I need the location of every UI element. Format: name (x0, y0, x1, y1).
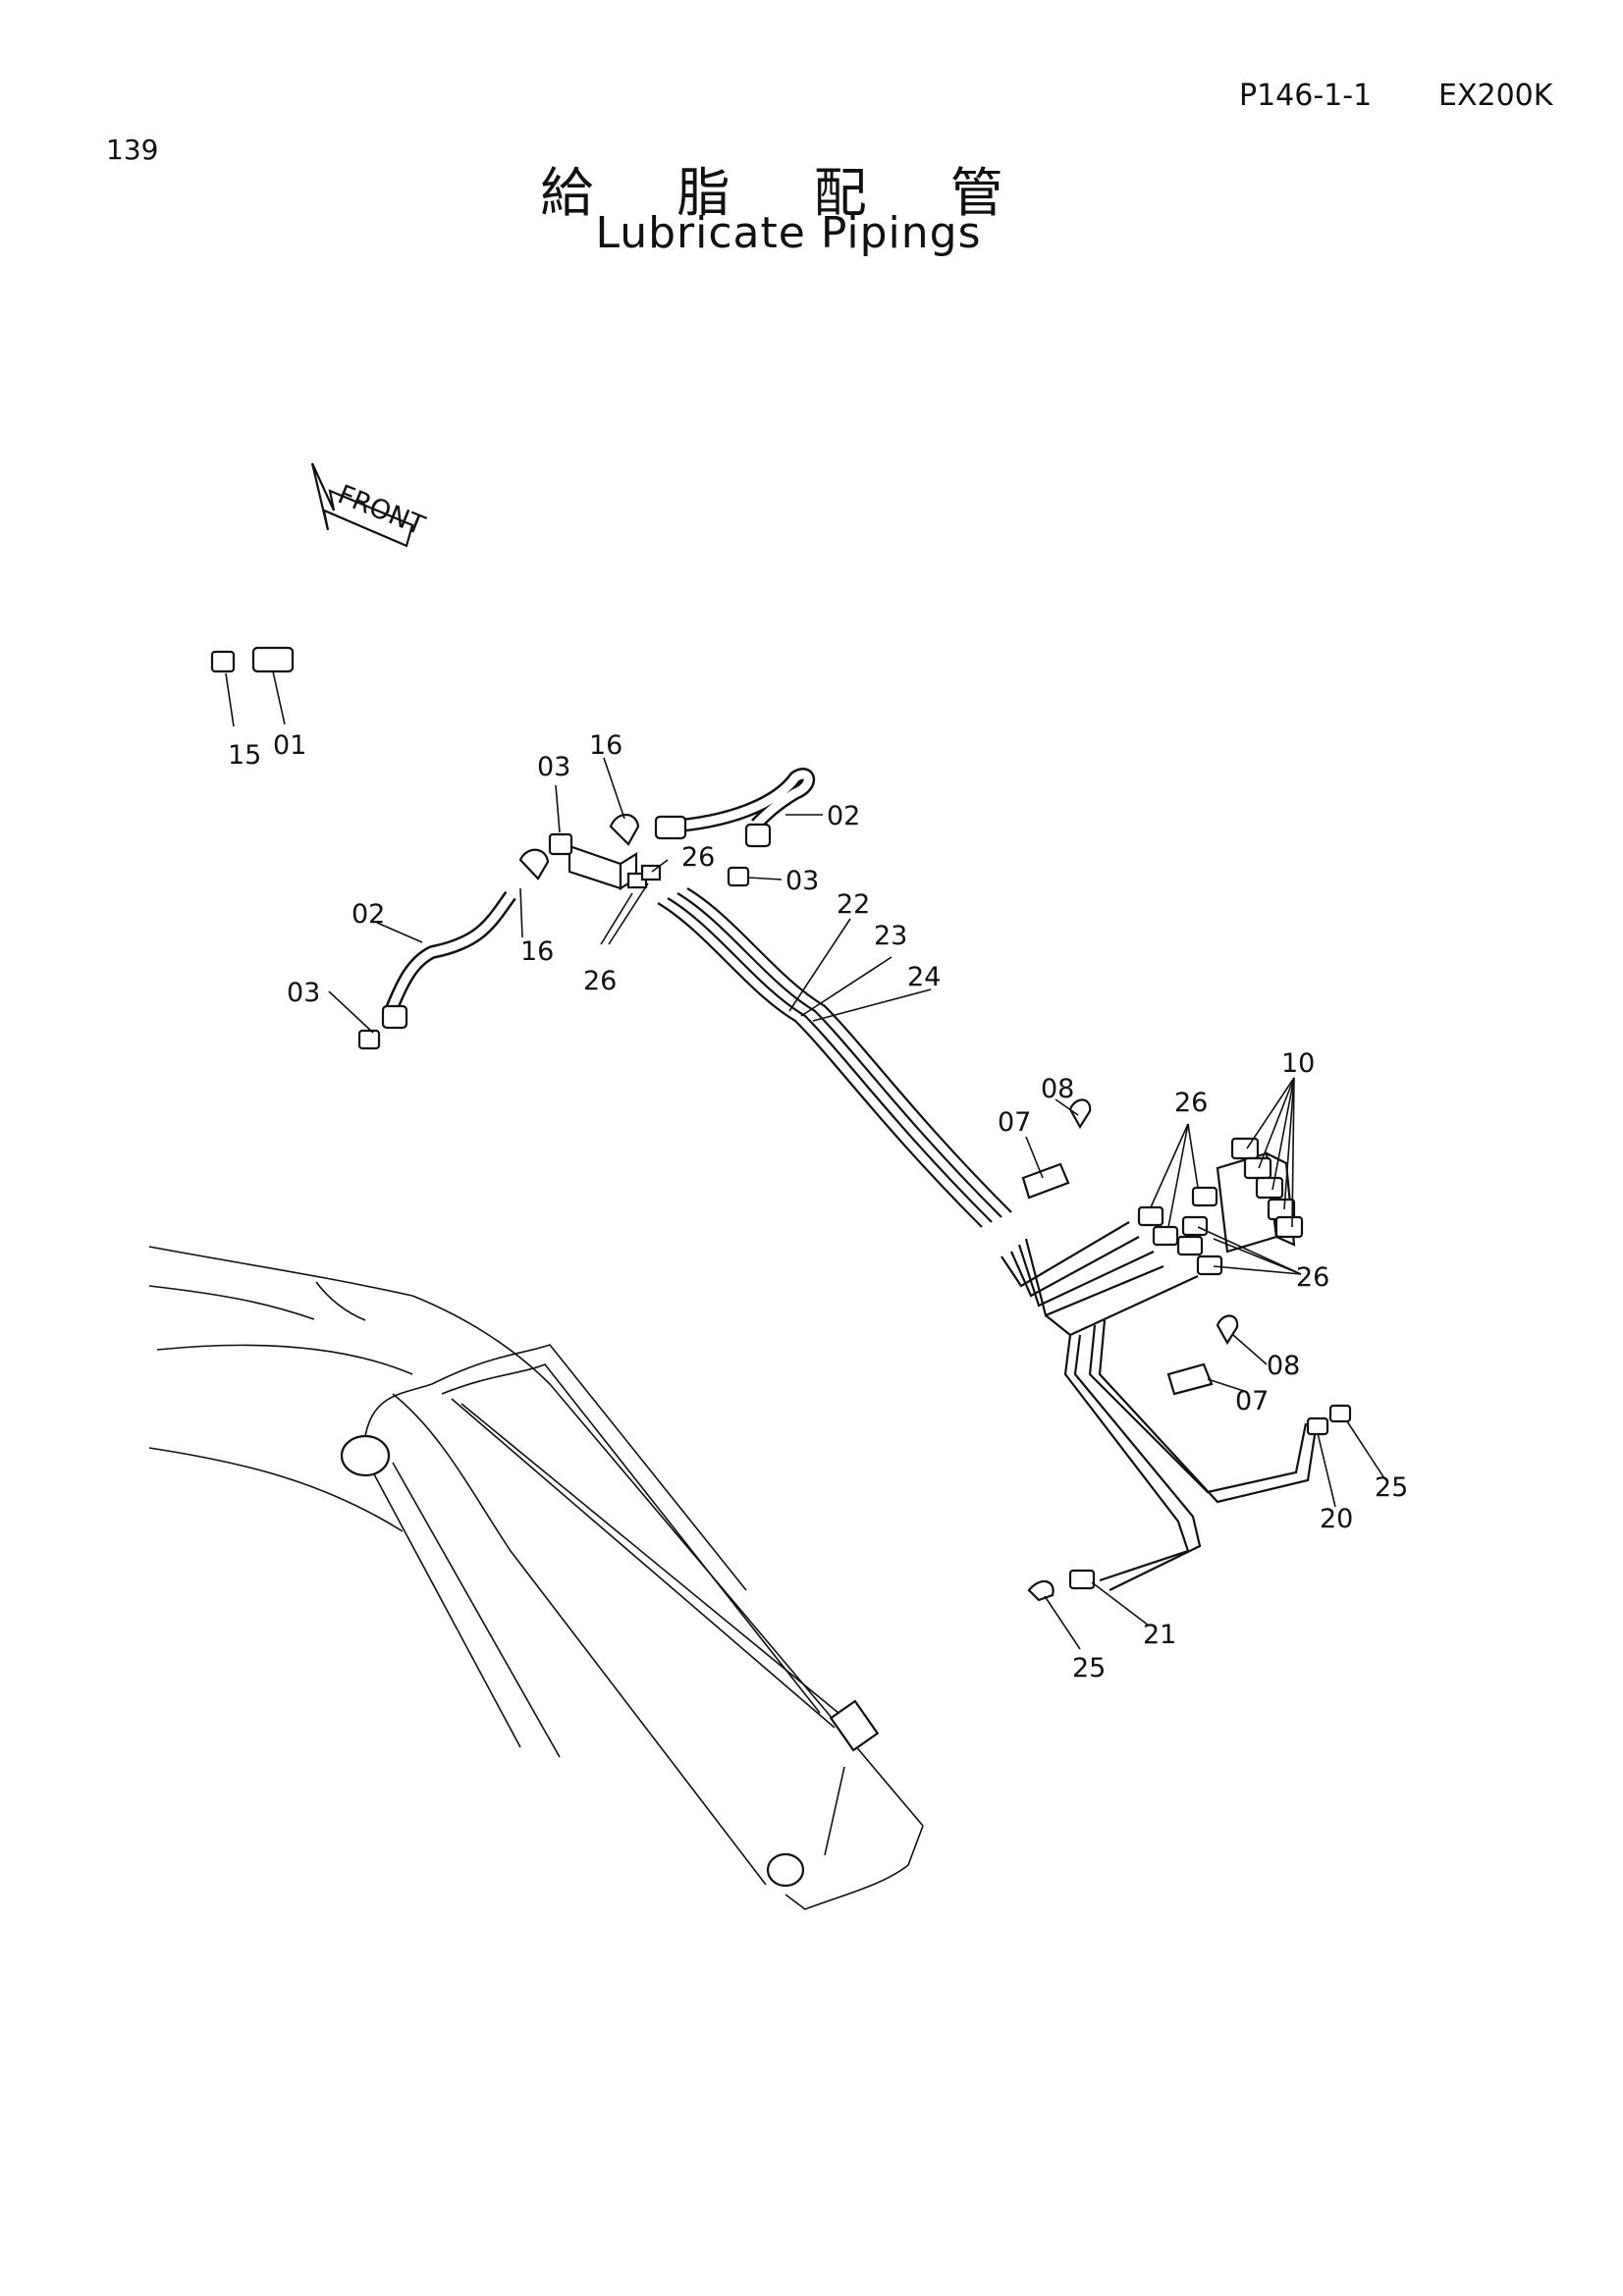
callout-10: 10 (1281, 1048, 1315, 1079)
callout-16: 16 (589, 730, 622, 761)
callout-23: 23 (874, 921, 907, 951)
title-english: Lubricate Pipings (595, 208, 982, 258)
grease-fitting-15 (210, 650, 236, 673)
grease-fitting-03 (727, 866, 750, 887)
hose-01 (210, 646, 552, 837)
callout-20: 20 (1320, 1504, 1353, 1534)
page-code: P146-1-1 (1239, 79, 1373, 113)
pipes-bundle-lower (1001, 1221, 1318, 1591)
callout-02: 02 (827, 801, 860, 831)
callout-26: 26 (681, 842, 715, 873)
callout-03: 03 (537, 752, 570, 782)
callout-02: 02 (352, 899, 385, 930)
front-arrow-icon: FRONT (310, 462, 430, 548)
fittings-20-21-25 (1027, 1404, 1352, 1602)
page-number: 139 (106, 133, 159, 166)
boom-pin (340, 1434, 391, 1477)
pipes-22-23-24 (657, 887, 1012, 1228)
arm-pin (766, 1852, 805, 1888)
boom-outline (148, 1246, 924, 1910)
callout-22: 22 (837, 889, 870, 920)
model-name: EX200K (1438, 79, 1553, 113)
callout-24: 24 (907, 962, 941, 992)
title-japanese: 給 脂 配 管 (540, 162, 1037, 224)
callout-21: 21 (1143, 1620, 1176, 1650)
callout-16: 16 (520, 936, 554, 967)
callout-07: 07 (998, 1107, 1031, 1138)
callout-03: 03 (785, 866, 819, 896)
callout-07: 07 (1235, 1386, 1269, 1416)
callout-25: 25 (1375, 1472, 1408, 1503)
callout-08: 08 (1267, 1351, 1300, 1381)
callout-03: 03 (287, 978, 320, 1008)
callout-01: 01 (273, 730, 306, 761)
manifold-block (1137, 1137, 1304, 1276)
front-arrow-label: FRONT (334, 479, 430, 541)
leader-lines (225, 670, 1385, 1650)
callout-08: 08 (1041, 1074, 1074, 1104)
callout-26: 26 (583, 966, 617, 996)
callout-26: 26 (1296, 1262, 1329, 1293)
clamp-07-upper (1021, 1098, 1092, 1200)
hose-02-left (357, 890, 516, 1050)
callout-15: 15 (228, 740, 261, 771)
callout-25: 25 (1072, 1653, 1106, 1683)
distribution-block (518, 813, 662, 890)
clamp-07-lower (1166, 1314, 1239, 1396)
callout-26: 26 (1174, 1088, 1208, 1118)
hose-02-right (654, 768, 816, 887)
